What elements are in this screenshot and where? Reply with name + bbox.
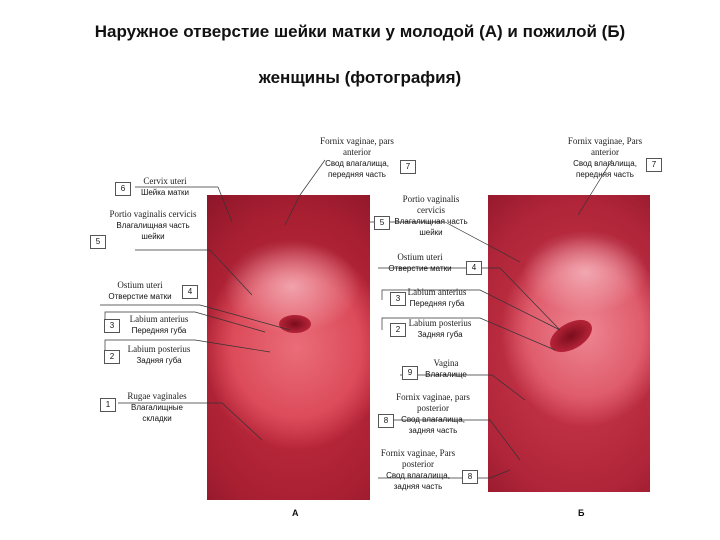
panel-letter-b: Б [578,508,585,518]
number-a-5: 5 [90,235,106,249]
number-a-6: 6 [115,182,131,196]
panel-letter-a: А [292,508,299,518]
number-a-3: 3 [104,319,120,333]
cervix-photo-b [488,195,650,492]
number-b-8-upper: 8 [378,414,394,428]
figure-title-line-1: Наружное отверстие шейки матки у молодой… [94,22,626,41]
number-b-3: 3 [390,292,406,306]
figure-title-line-2: женщины (фотография) [258,68,462,87]
number-a-7: 7 [400,160,416,174]
number-b-9: 9 [402,366,418,380]
number-b-8-lower: 8 [462,470,478,484]
number-a-4: 4 [182,285,198,299]
cervix-photo-a [207,195,370,500]
number-b-5: 5 [374,216,390,230]
number-b-7: 7 [646,158,662,172]
number-a-2: 2 [104,350,120,364]
number-a-1: 1 [100,398,116,412]
number-b-2: 2 [390,323,406,337]
external-os-a [279,315,311,333]
number-b-4: 4 [466,261,482,275]
